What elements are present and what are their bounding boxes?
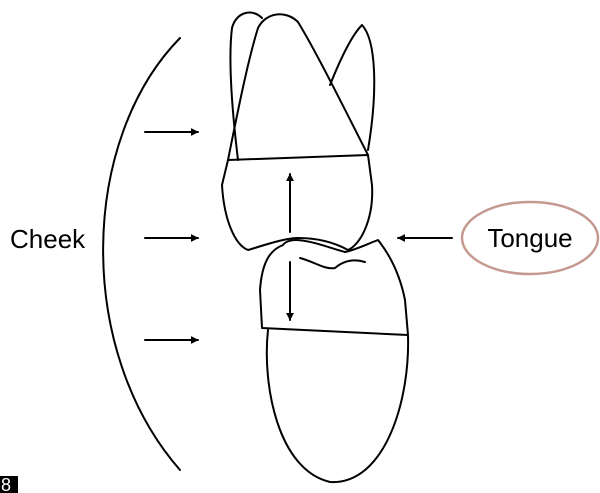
cheek-label: Cheek — [10, 224, 86, 254]
cheek-curve — [103, 38, 180, 470]
upper-tooth-crown — [222, 155, 372, 250]
figure-number: 8 — [1, 475, 11, 493]
tongue-label: Tongue — [487, 223, 572, 253]
upper-tooth-root-middle — [228, 14, 368, 160]
upper-tooth-root-left — [230, 13, 262, 160]
lower-tooth-root — [267, 330, 408, 482]
lower-tooth-crown — [260, 240, 408, 335]
upper-tooth-root-right — [330, 25, 374, 150]
lower-tooth-occlusal-fissure — [300, 258, 365, 268]
